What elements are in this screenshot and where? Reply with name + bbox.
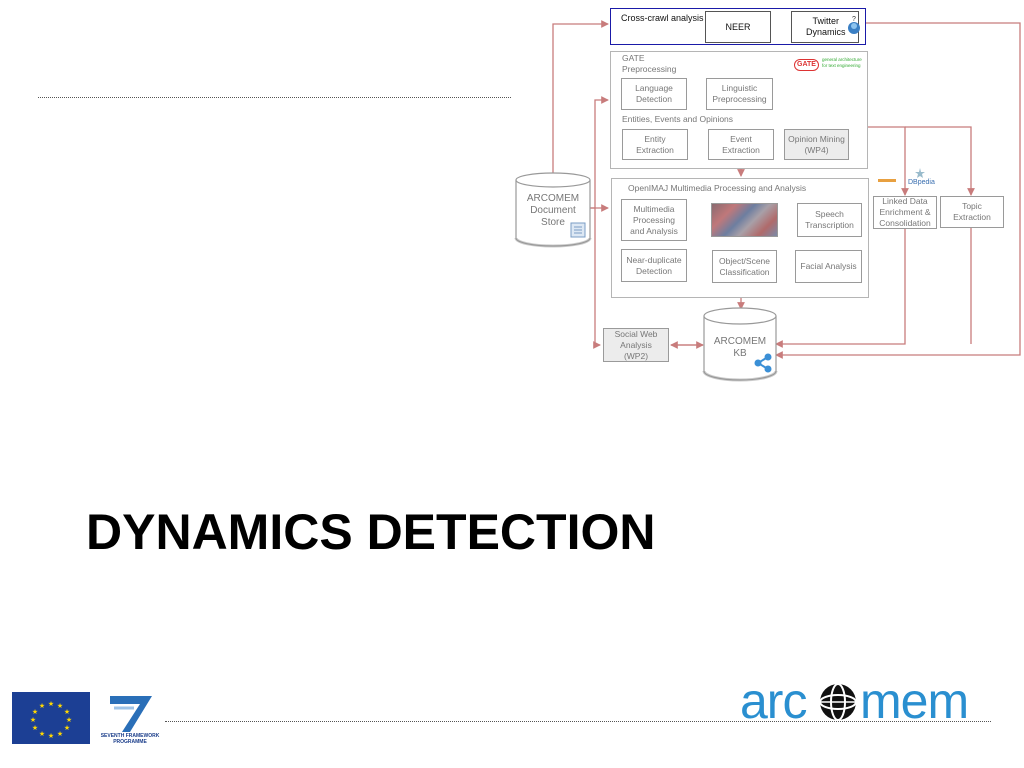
dbpedia-star-icon	[915, 168, 925, 178]
twitter-bird-icon: ?	[848, 16, 860, 34]
svg-text:★: ★	[32, 724, 38, 732]
footer-dotted-rule	[165, 721, 991, 722]
svg-text:★: ★	[64, 724, 70, 732]
svg-text:★: ★	[66, 716, 72, 724]
svg-text:★: ★	[39, 702, 45, 710]
logo-globe-icon	[819, 683, 857, 721]
twitter-dynamics-box: Twitter Dynamics	[791, 11, 859, 43]
linked-data-box: Linked Data Enrichment & Consolidation	[873, 196, 937, 229]
arrow-store-to-gate	[590, 96, 609, 209]
cross-crawl-label: Cross-crawl analysis	[621, 13, 704, 23]
share-network-icon	[754, 353, 772, 373]
top-dotted-rule	[38, 97, 511, 98]
svg-text:★: ★	[57, 730, 63, 738]
diagram-connectors	[552, 20, 1021, 359]
eu-flag-logo: ★★★ ★★★ ★★★ ★★★	[12, 692, 90, 744]
provenance-logo-mark	[878, 179, 896, 182]
svg-text:★: ★	[30, 716, 36, 724]
neer-box: NEER	[705, 11, 771, 43]
entities-events-opinions-label: Entities, Events and Opinions	[622, 114, 734, 124]
fp7-seven-logo	[110, 696, 152, 732]
facial-analysis-box: Facial Analysis	[795, 250, 862, 283]
entity-extraction-box: Entity Extraction	[622, 129, 688, 160]
gate-logo-caption: general architecture for text engineerin…	[822, 57, 862, 68]
event-extraction-box: Event Extraction	[708, 129, 774, 160]
slide-title: DYNAMICS DETECTION	[86, 504, 656, 560]
openimaj-label: OpenIMAJ Multimedia Processing and Analy…	[628, 183, 807, 193]
svg-text:?: ?	[852, 16, 856, 23]
arcomem-logo: arc mem	[740, 672, 996, 729]
arrow-crawl-to-kb	[775, 22, 1021, 359]
opinion-mining-box: Opinion Mining (WP4)	[784, 129, 849, 160]
social-web-analysis-box: Social Web Analysis (WP2)	[603, 328, 669, 362]
arrow-linked-to-kb	[775, 229, 906, 348]
svg-text:★: ★	[64, 708, 70, 716]
multimedia-processing-box: Multimedia Processing and Analysis	[621, 199, 687, 241]
gate-logo: GATE	[794, 59, 819, 71]
arrow-gate-to-topic	[905, 126, 975, 196]
speech-transcription-box: Speech Transcription	[797, 203, 862, 237]
svg-text:★: ★	[32, 708, 38, 716]
multimedia-thumbnail-image	[711, 203, 778, 237]
topic-extraction-box: Topic Extraction	[940, 196, 1004, 228]
linguistic-preprocessing-box: Linguistic Preprocessing	[706, 78, 773, 110]
svg-text:★: ★	[39, 730, 45, 738]
svg-text:★: ★	[48, 732, 54, 740]
knowledge-base-label: ARCOMEM KB	[713, 336, 767, 359]
object-scene-box: Object/Scene Classification	[712, 250, 777, 283]
gate-label: GATE Preprocessing	[622, 53, 677, 74]
logo-text-arc: arc	[740, 673, 807, 729]
dbpedia-logo: DBpedia	[908, 179, 935, 186]
near-duplicate-box: Near-duplicate Detection	[621, 249, 687, 282]
arrow-gate-to-linked	[868, 126, 909, 196]
document-store-label: ARCOMEM Document Store	[526, 193, 580, 228]
language-detection-box: Language Detection	[621, 78, 687, 110]
svg-text:★: ★	[57, 702, 63, 710]
logo-text-mem: mem	[860, 673, 969, 729]
fp7-caption: SEVENTH FRAMEWORK PROGRAMME	[100, 733, 160, 745]
svg-text:★: ★	[48, 700, 54, 708]
document-stack-icon	[570, 222, 586, 238]
arrow-store-to-social	[593, 208, 601, 349]
eu-stars-icon: ★★★ ★★★ ★★★ ★★★	[30, 700, 72, 740]
arrow-store-to-crawl	[552, 20, 609, 176]
